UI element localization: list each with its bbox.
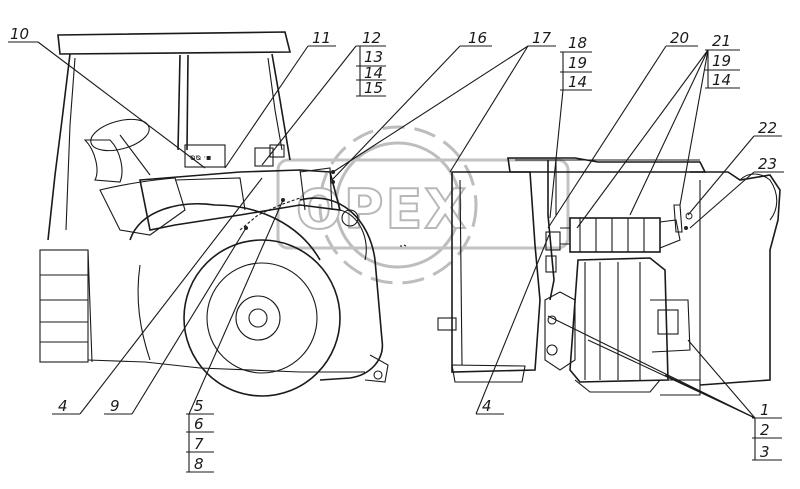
leader-lines (8, 41, 784, 473)
label-12: 12 (362, 29, 381, 47)
label-16: 16 (468, 29, 487, 47)
label-11: 11 (312, 29, 331, 47)
label-22: 22 (758, 119, 777, 137)
engine-side-view (437, 157, 781, 396)
label-2: 2 (760, 421, 770, 439)
label-10: 10 (10, 25, 29, 43)
label-20: 20 (670, 29, 689, 47)
label-14-c: 14 (712, 71, 731, 89)
label-4-right: 4 (482, 397, 492, 415)
label-17: 17 (532, 29, 552, 47)
label-21: 21 (712, 32, 731, 50)
watermark-logo: OPEX (276, 125, 570, 285)
label-6: 6 (194, 415, 204, 433)
label-15: 15 (364, 79, 383, 97)
label-13: 13 (364, 48, 383, 66)
label-4-left: 4 (58, 397, 68, 415)
label-5: 5 (194, 397, 204, 415)
label-1: 1 (760, 401, 770, 419)
label-14-b: 14 (568, 73, 587, 91)
tractor-side-view: ᴓᴓ ·▪ (39, 31, 407, 397)
label-8: 8 (194, 455, 204, 473)
callout-labels: 10 11 12 13 14 15 16 17 18 19 14 20 21 1… (10, 25, 777, 473)
label-19-b: 19 (712, 52, 731, 70)
label-23: 23 (758, 155, 777, 173)
watermark-text: OPEX (296, 178, 468, 241)
label-7: 7 (194, 435, 204, 453)
svg-text:ᴓᴓ ·▪: ᴓᴓ ·▪ (190, 153, 211, 162)
label-19-a: 19 (568, 54, 587, 72)
label-14-a: 14 (364, 64, 383, 82)
label-18: 18 (568, 34, 587, 52)
label-9: 9 (110, 397, 120, 415)
label-3: 3 (760, 443, 770, 461)
